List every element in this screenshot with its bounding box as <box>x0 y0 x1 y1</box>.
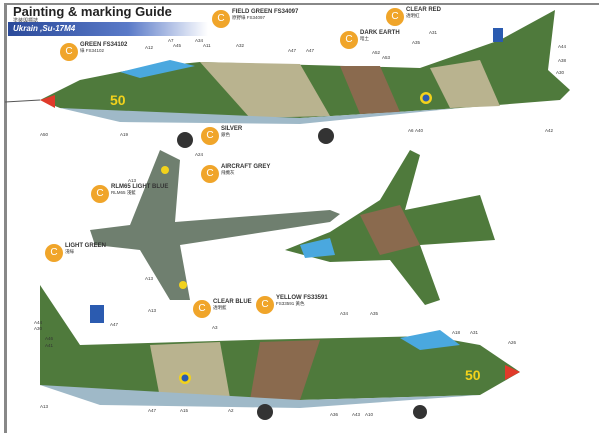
part-label: A31 <box>470 330 479 335</box>
part-label: A44 <box>34 320 43 325</box>
part-label: A38 <box>558 58 567 63</box>
part-label: A35 <box>412 40 421 45</box>
part-label: A40 <box>415 128 424 133</box>
paint-brush-icon: C <box>256 296 274 314</box>
part-label: A53 <box>382 55 391 60</box>
part-label: A30 <box>556 70 565 75</box>
part-label: A18 <box>452 330 461 335</box>
paint-brush-icon: C <box>212 10 230 28</box>
part-label: A46 <box>45 336 54 341</box>
part-label: A41 <box>45 343 54 348</box>
part-label: A34 <box>195 38 204 43</box>
part-label: A13 <box>128 178 137 183</box>
top-view <box>90 150 340 300</box>
tactical-number-bottom: 50 <box>465 367 481 383</box>
page-frame <box>4 3 599 433</box>
paint-brush-icon: C <box>91 185 109 203</box>
part-label: A30 <box>34 326 43 331</box>
part-label: A10 <box>365 412 374 417</box>
part-label: A24 <box>195 152 204 157</box>
part-label: A13 <box>145 276 154 281</box>
banner-text: Ukrain ,Su-17M4 <box>13 24 76 33</box>
part-label: A47 <box>148 408 157 413</box>
paint-brush-icon: C <box>193 300 211 318</box>
tactical-number-top: 50 <box>110 92 126 108</box>
part-label: A50 <box>40 132 49 137</box>
paint-brush-icon: C <box>340 31 358 49</box>
part-label: A34 <box>340 311 349 316</box>
part-label: A12 <box>145 45 154 50</box>
part-label: A13 <box>148 308 157 313</box>
part-label: A47 <box>110 322 119 327</box>
aircraft-banner: Ukrain ,Su-17M4 <box>8 22 208 36</box>
part-label: A6 <box>408 128 414 133</box>
part-label: A7 <box>168 38 174 43</box>
part-label: A13 <box>40 404 49 409</box>
paint-brush-icon: C <box>45 244 63 262</box>
paint-brush-icon: C <box>201 127 219 145</box>
part-label: A15 <box>180 408 189 413</box>
part-label: A47 <box>288 48 297 53</box>
side-view-right <box>40 285 520 420</box>
paint-brush-icon: C <box>201 165 219 183</box>
part-label: A2 <box>228 408 234 413</box>
part-label: A52 <box>372 50 381 55</box>
page-subtitle: 塗装與標誌 <box>13 18 39 24</box>
part-label: A35 <box>370 311 379 316</box>
part-label: A32 <box>236 43 245 48</box>
underside-view <box>285 150 495 305</box>
part-label: A44 <box>558 44 567 49</box>
paint-brush-icon: C <box>60 43 78 61</box>
part-label: A31 <box>429 30 438 35</box>
part-label: A19 <box>120 132 129 137</box>
part-label: A42 <box>545 128 554 133</box>
part-label: A11 <box>203 43 211 48</box>
paint-brush-icon: C <box>386 8 404 26</box>
part-label: A26 <box>508 340 517 345</box>
part-label: A3 <box>212 325 218 330</box>
side-view-left <box>4 10 570 148</box>
part-label: A43 <box>352 412 361 417</box>
part-label: A47 <box>306 48 315 53</box>
part-label: A45 <box>173 43 182 48</box>
page-title: Painting & marking Guide <box>13 4 172 19</box>
part-label: A36 <box>330 412 339 417</box>
